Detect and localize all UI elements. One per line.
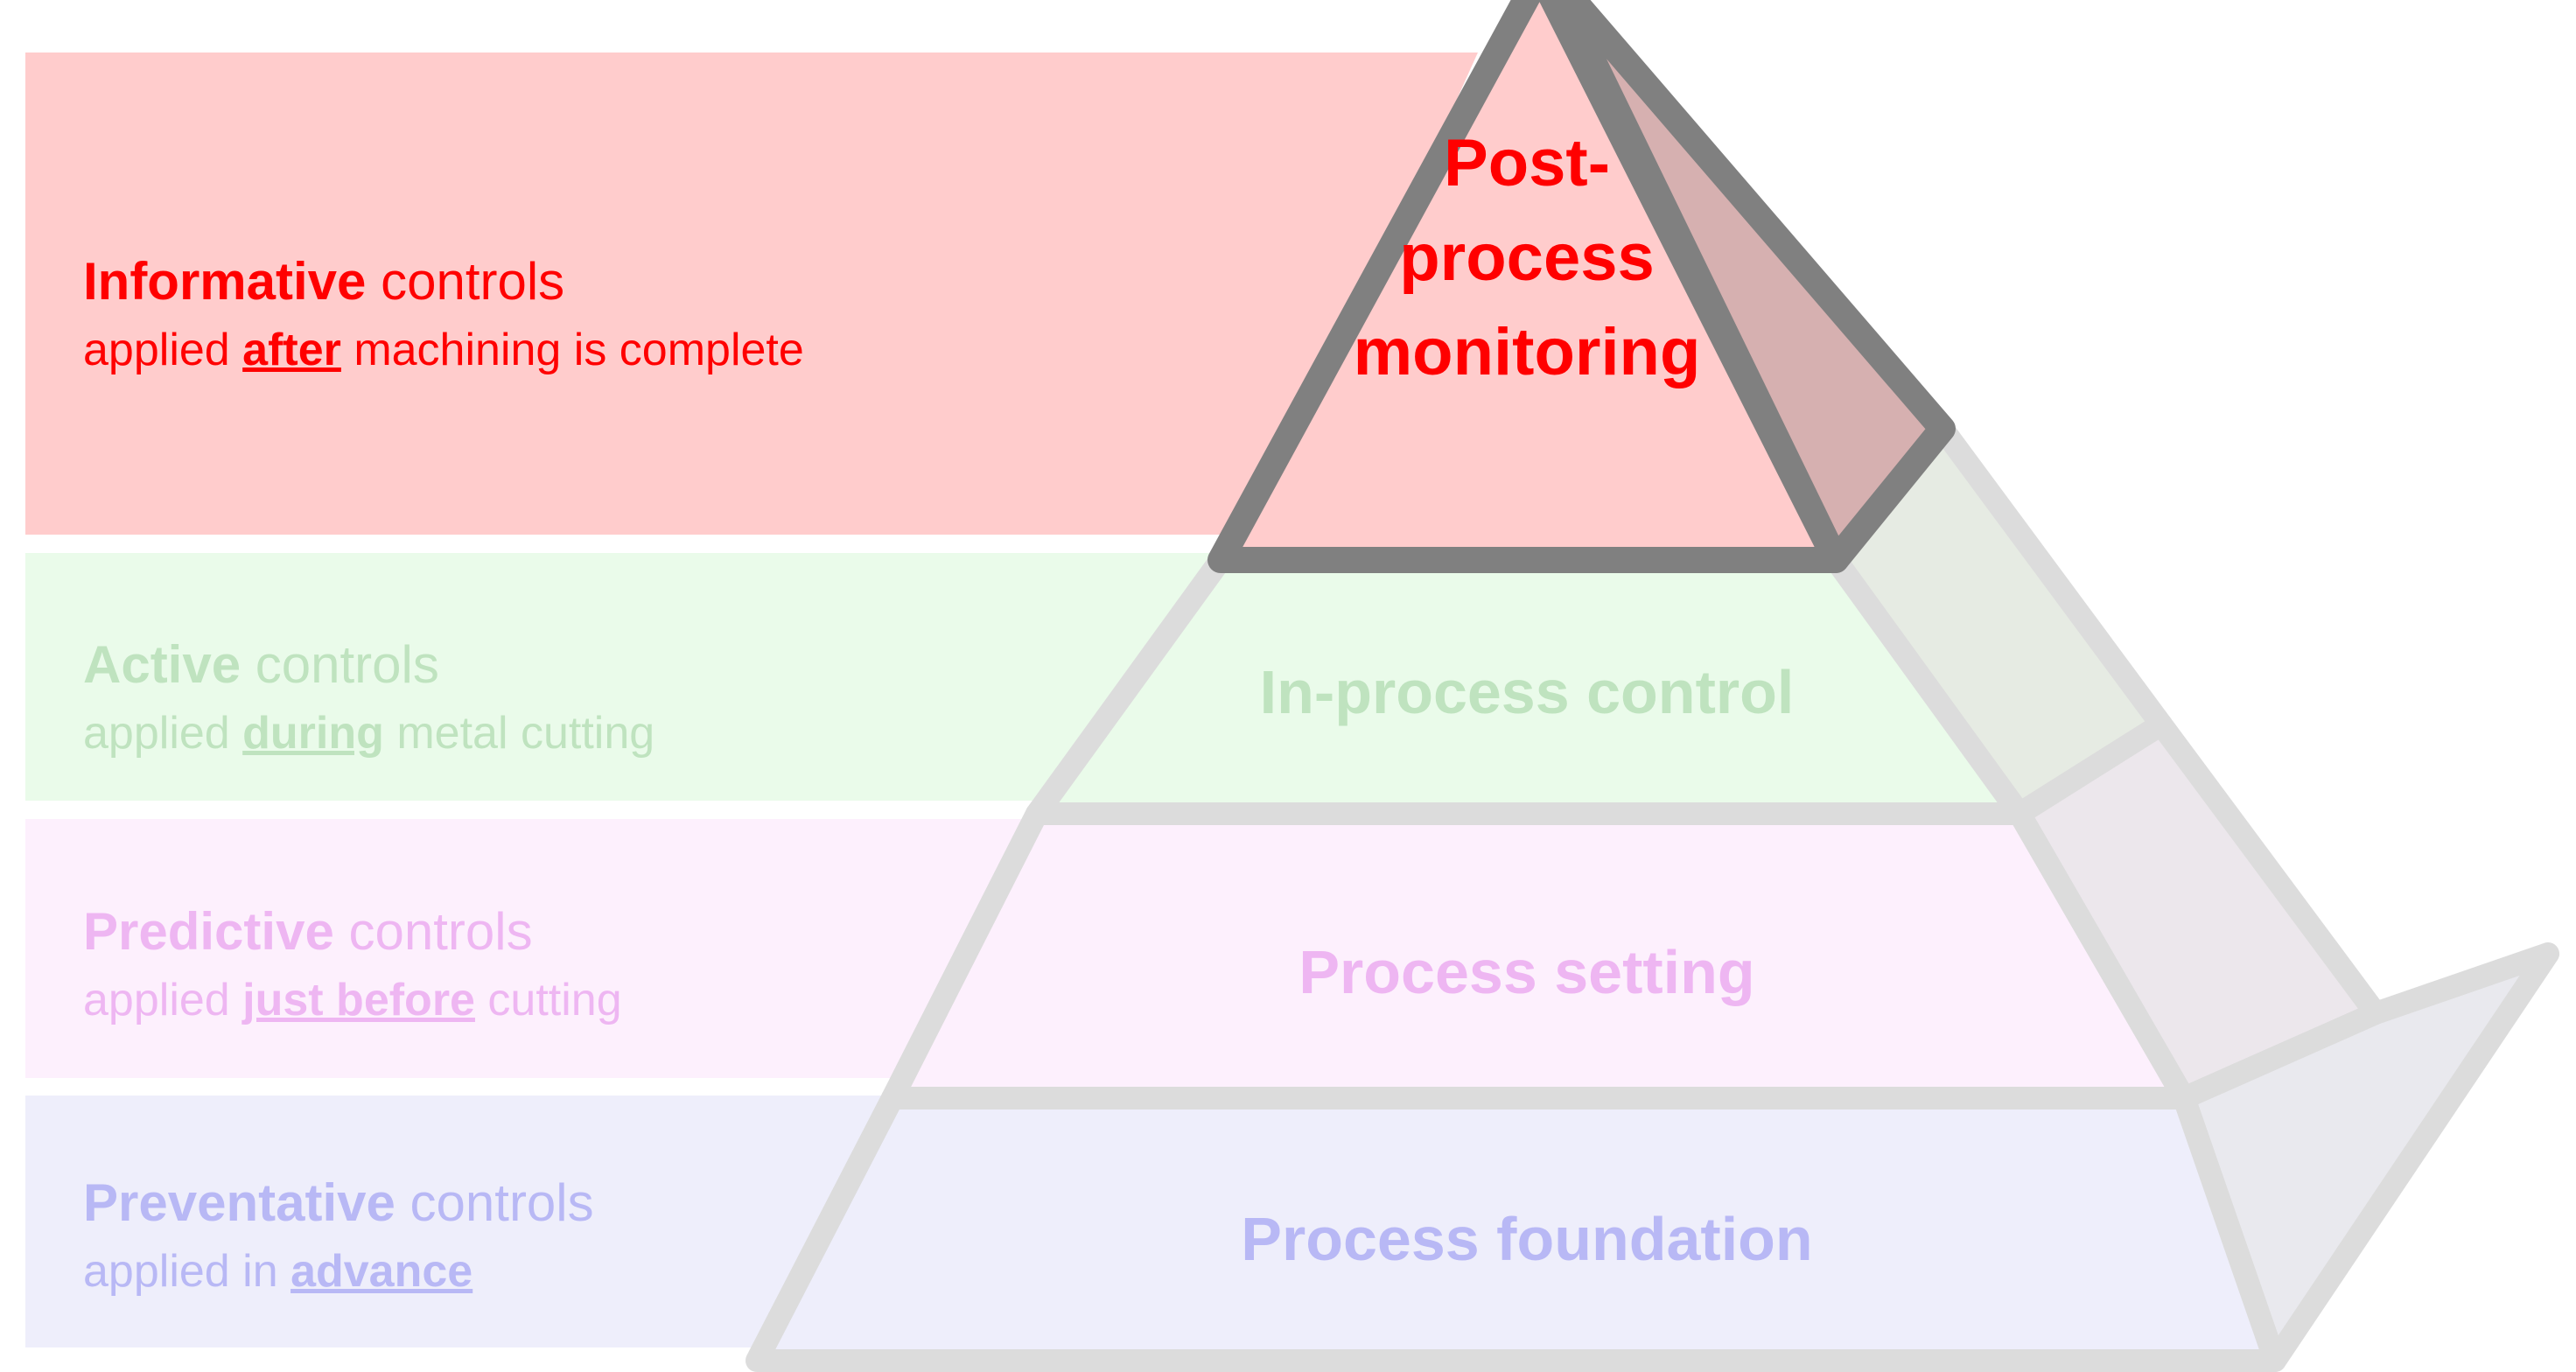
pyramid-caption-in-process-control: In-process control (1260, 658, 1795, 726)
label-active: Active controls applied during metal cut… (83, 635, 1133, 759)
label-predictive: Predictive controls applied just before … (83, 902, 1133, 1026)
pyramid-caption-post-process-monitoring-line2: process (1399, 220, 1655, 295)
label-predictive-desc: applied just before cutting (83, 975, 622, 1026)
pyramid-caption-process-foundation: Process foundation (1241, 1205, 1812, 1273)
panel-informative (25, 52, 1502, 535)
label-informative-desc: applied after machining is complete (83, 325, 804, 375)
pyramid-caption-post-process-monitoring-line3: monitoring (1354, 315, 1701, 389)
label-preventative-title: Preventative controls (83, 1173, 594, 1232)
pyramid-face-process-foundation[interactable] (746, 1087, 2286, 1372)
label-active-desc: applied during metal cutting (83, 708, 655, 759)
label-active-title: Active controls (83, 635, 439, 694)
label-preventative-desc: applied in advance (83, 1246, 473, 1297)
pyramid-caption-process-setting: Process setting (1298, 938, 1754, 1006)
label-predictive-title: Predictive controls (83, 902, 533, 961)
label-informative: Informative controls applied after machi… (83, 252, 1133, 375)
label-informative-title: Informative controls (83, 252, 565, 311)
label-preventative: Preventative controls applied in advance (83, 1173, 1133, 1297)
pyramid-face-post-process-monitoring[interactable] (1208, 0, 1849, 573)
pyramid-caption-post-process-monitoring: Post- (1444, 126, 1610, 200)
